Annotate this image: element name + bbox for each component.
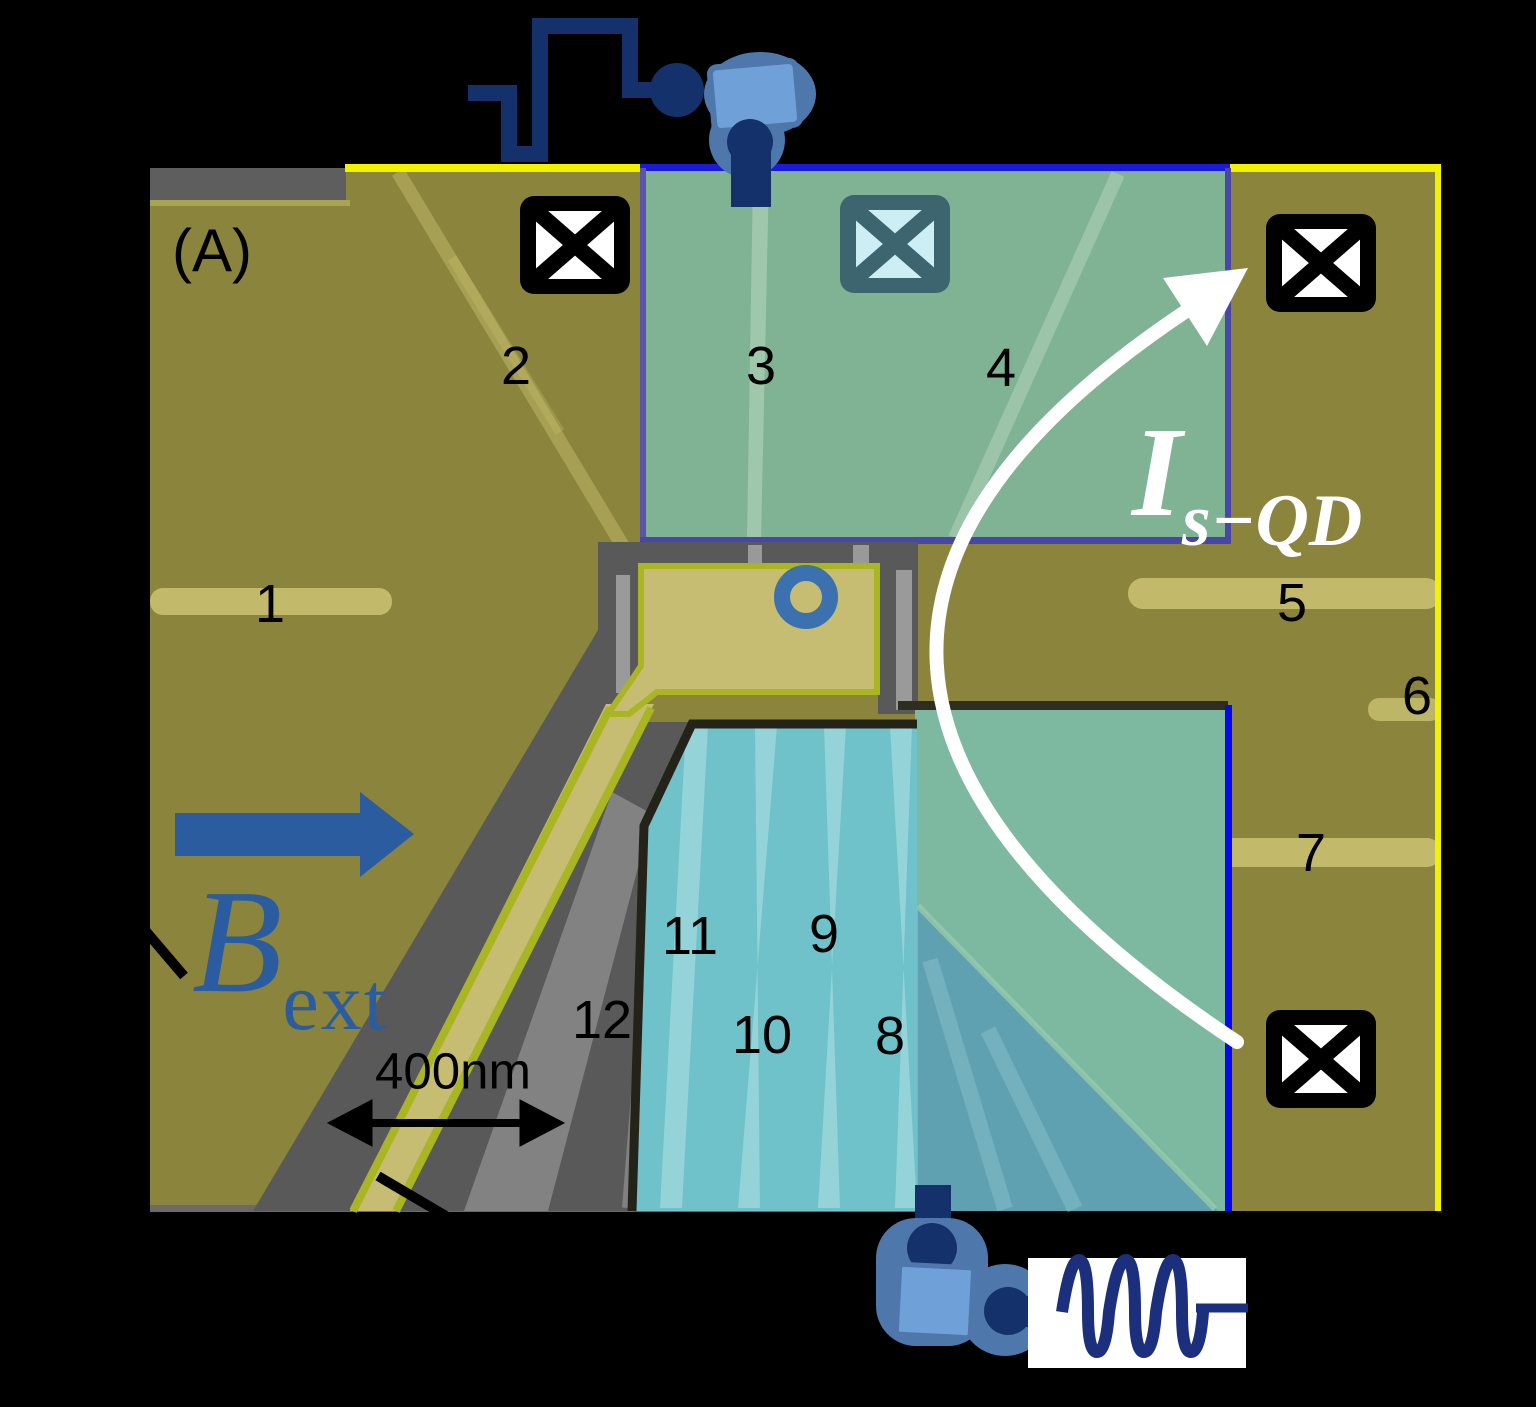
gate-line-1 [150, 588, 392, 615]
green-region-lower [898, 701, 1232, 1213]
overlap-stripe-2 [980, 1026, 1083, 1213]
gate-line-11 [660, 726, 708, 1208]
trench-nub-2 [853, 545, 869, 568]
green-region-blue-edge [1225, 705, 1232, 1211]
island-gate-pad [602, 563, 880, 717]
gate-label-5: 5 [1276, 573, 1308, 633]
gate-edge-right [392, 706, 655, 1213]
gate-label-7: 7 [1295, 823, 1327, 883]
ohmic-contact-icon-left [520, 196, 630, 294]
gate-line-diagonal-faint [447, 255, 565, 435]
pointer-line-left [134, 918, 188, 980]
magnetic-field-arrow-icon [175, 792, 414, 877]
ohmic-contact-icon-center [840, 195, 950, 293]
quantum-dot-ring-icon [774, 565, 838, 629]
gate-label-10: 10 [731, 1005, 793, 1065]
scale-bar-arrow-icon [326, 1099, 566, 1147]
gate-line-8 [890, 726, 917, 1208]
trench-highlight-right [896, 570, 912, 710]
overlap-stripe-1 [922, 957, 1013, 1212]
ohmic-contact-icon-topright [1266, 214, 1376, 312]
coax-connector-top-icon [650, 52, 816, 207]
gate-line-3 [747, 174, 769, 540]
bfield-symbol: B [192, 860, 283, 1024]
cyan-region [627, 719, 917, 1212]
gate-line-2-diagonal [392, 168, 630, 552]
trench-nub-1 [748, 545, 762, 568]
mesa-outline-yellow [345, 164, 1441, 1211]
gate-line-6 [1368, 698, 1441, 721]
gate-label-9: 9 [808, 904, 840, 964]
pointer-line-gate [375, 1171, 449, 1221]
plunger-gate-lead [349, 704, 655, 1213]
bfield-subscript: ext [282, 956, 389, 1047]
scale-bar-label: 400nm [375, 1042, 531, 1100]
gate-label-12: 12 [571, 990, 633, 1050]
gate-line-4-diagonal [948, 171, 1125, 541]
trench-highlight-left [616, 575, 630, 693]
rf-source-icon [1028, 1253, 1248, 1368]
sine-coil [1056, 1253, 1209, 1359]
sem-top-left-bar [150, 168, 350, 206]
gate-line-5 [1128, 578, 1441, 609]
panel-label: (A) [172, 217, 252, 284]
cyan-region-border [627, 719, 917, 1212]
gate-label-3: 3 [745, 336, 777, 396]
gate-label-6: 6 [1401, 666, 1433, 726]
ohmic-contact-icon-bottomright [1266, 1010, 1376, 1108]
gate-label-8: 8 [874, 1006, 906, 1066]
current-subscript: s−QD [1181, 480, 1363, 562]
gate-edge-left [349, 706, 614, 1213]
trench-gate-light [464, 792, 652, 1211]
gate-line-10 [738, 726, 777, 1208]
gate-line-9 [818, 726, 846, 1208]
gate-label-11: 11 [661, 906, 719, 966]
magnetic-field-label: Bext [192, 868, 389, 1043]
gate-label-1: 1 [254, 574, 286, 634]
overlap-edge-light [915, 903, 1218, 1212]
current-label: Is−QD [1132, 408, 1362, 558]
gate-label-2: 2 [500, 336, 532, 396]
current-symbol: I [1132, 401, 1182, 543]
pulse-waveform-icon [468, 18, 662, 162]
current-path-arrow-icon [929, 268, 1248, 1049]
gate-label-4: 4 [985, 338, 1017, 398]
